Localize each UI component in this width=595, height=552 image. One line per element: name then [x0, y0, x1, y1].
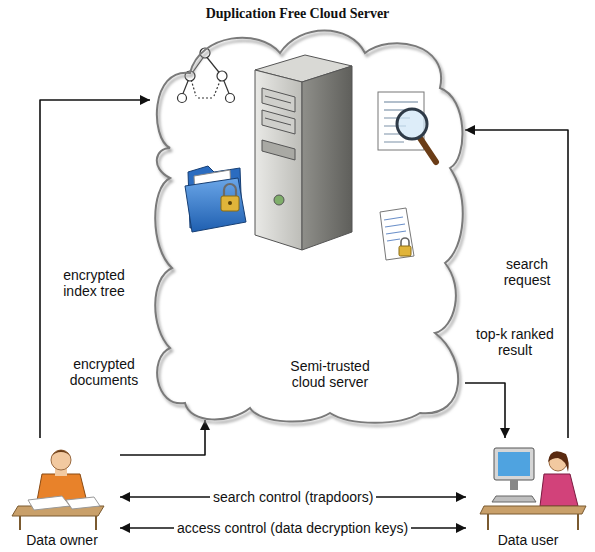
diagram-title: Duplication Free Cloud Server: [0, 5, 595, 23]
node-label: Semi-trusted cloud server: [280, 358, 380, 390]
cloud-server: Semi-trusted cloud server: [150, 28, 465, 420]
data-owner-figure: [12, 450, 104, 530]
edge-label: top-k ranked result: [468, 326, 562, 358]
encrypted-folder-icon: [185, 166, 246, 232]
server-icon: [255, 55, 352, 250]
edge-label: search request: [491, 256, 563, 288]
data-user: Data user: [466, 438, 590, 548]
index-tree-icon: [178, 48, 235, 103]
edge-label: access control (data decryption keys): [174, 520, 411, 536]
result-document-icon: [380, 208, 414, 260]
data-user-figure: [480, 448, 586, 530]
data-owner: Data owner: [4, 438, 120, 548]
flow-arrow: [40, 100, 150, 438]
edge-label: search control (trapdoors): [210, 489, 376, 505]
search-document-icon: [378, 92, 436, 162]
edge-label: encrypted documents: [61, 356, 147, 388]
node-label: Data owner: [26, 532, 98, 548]
flow-arrow: [120, 420, 205, 455]
edge-label: encrypted index tree: [48, 267, 140, 299]
node-label: Data user: [498, 532, 559, 548]
flow-arrow: [465, 383, 505, 438]
flow-arrow: [465, 130, 568, 438]
